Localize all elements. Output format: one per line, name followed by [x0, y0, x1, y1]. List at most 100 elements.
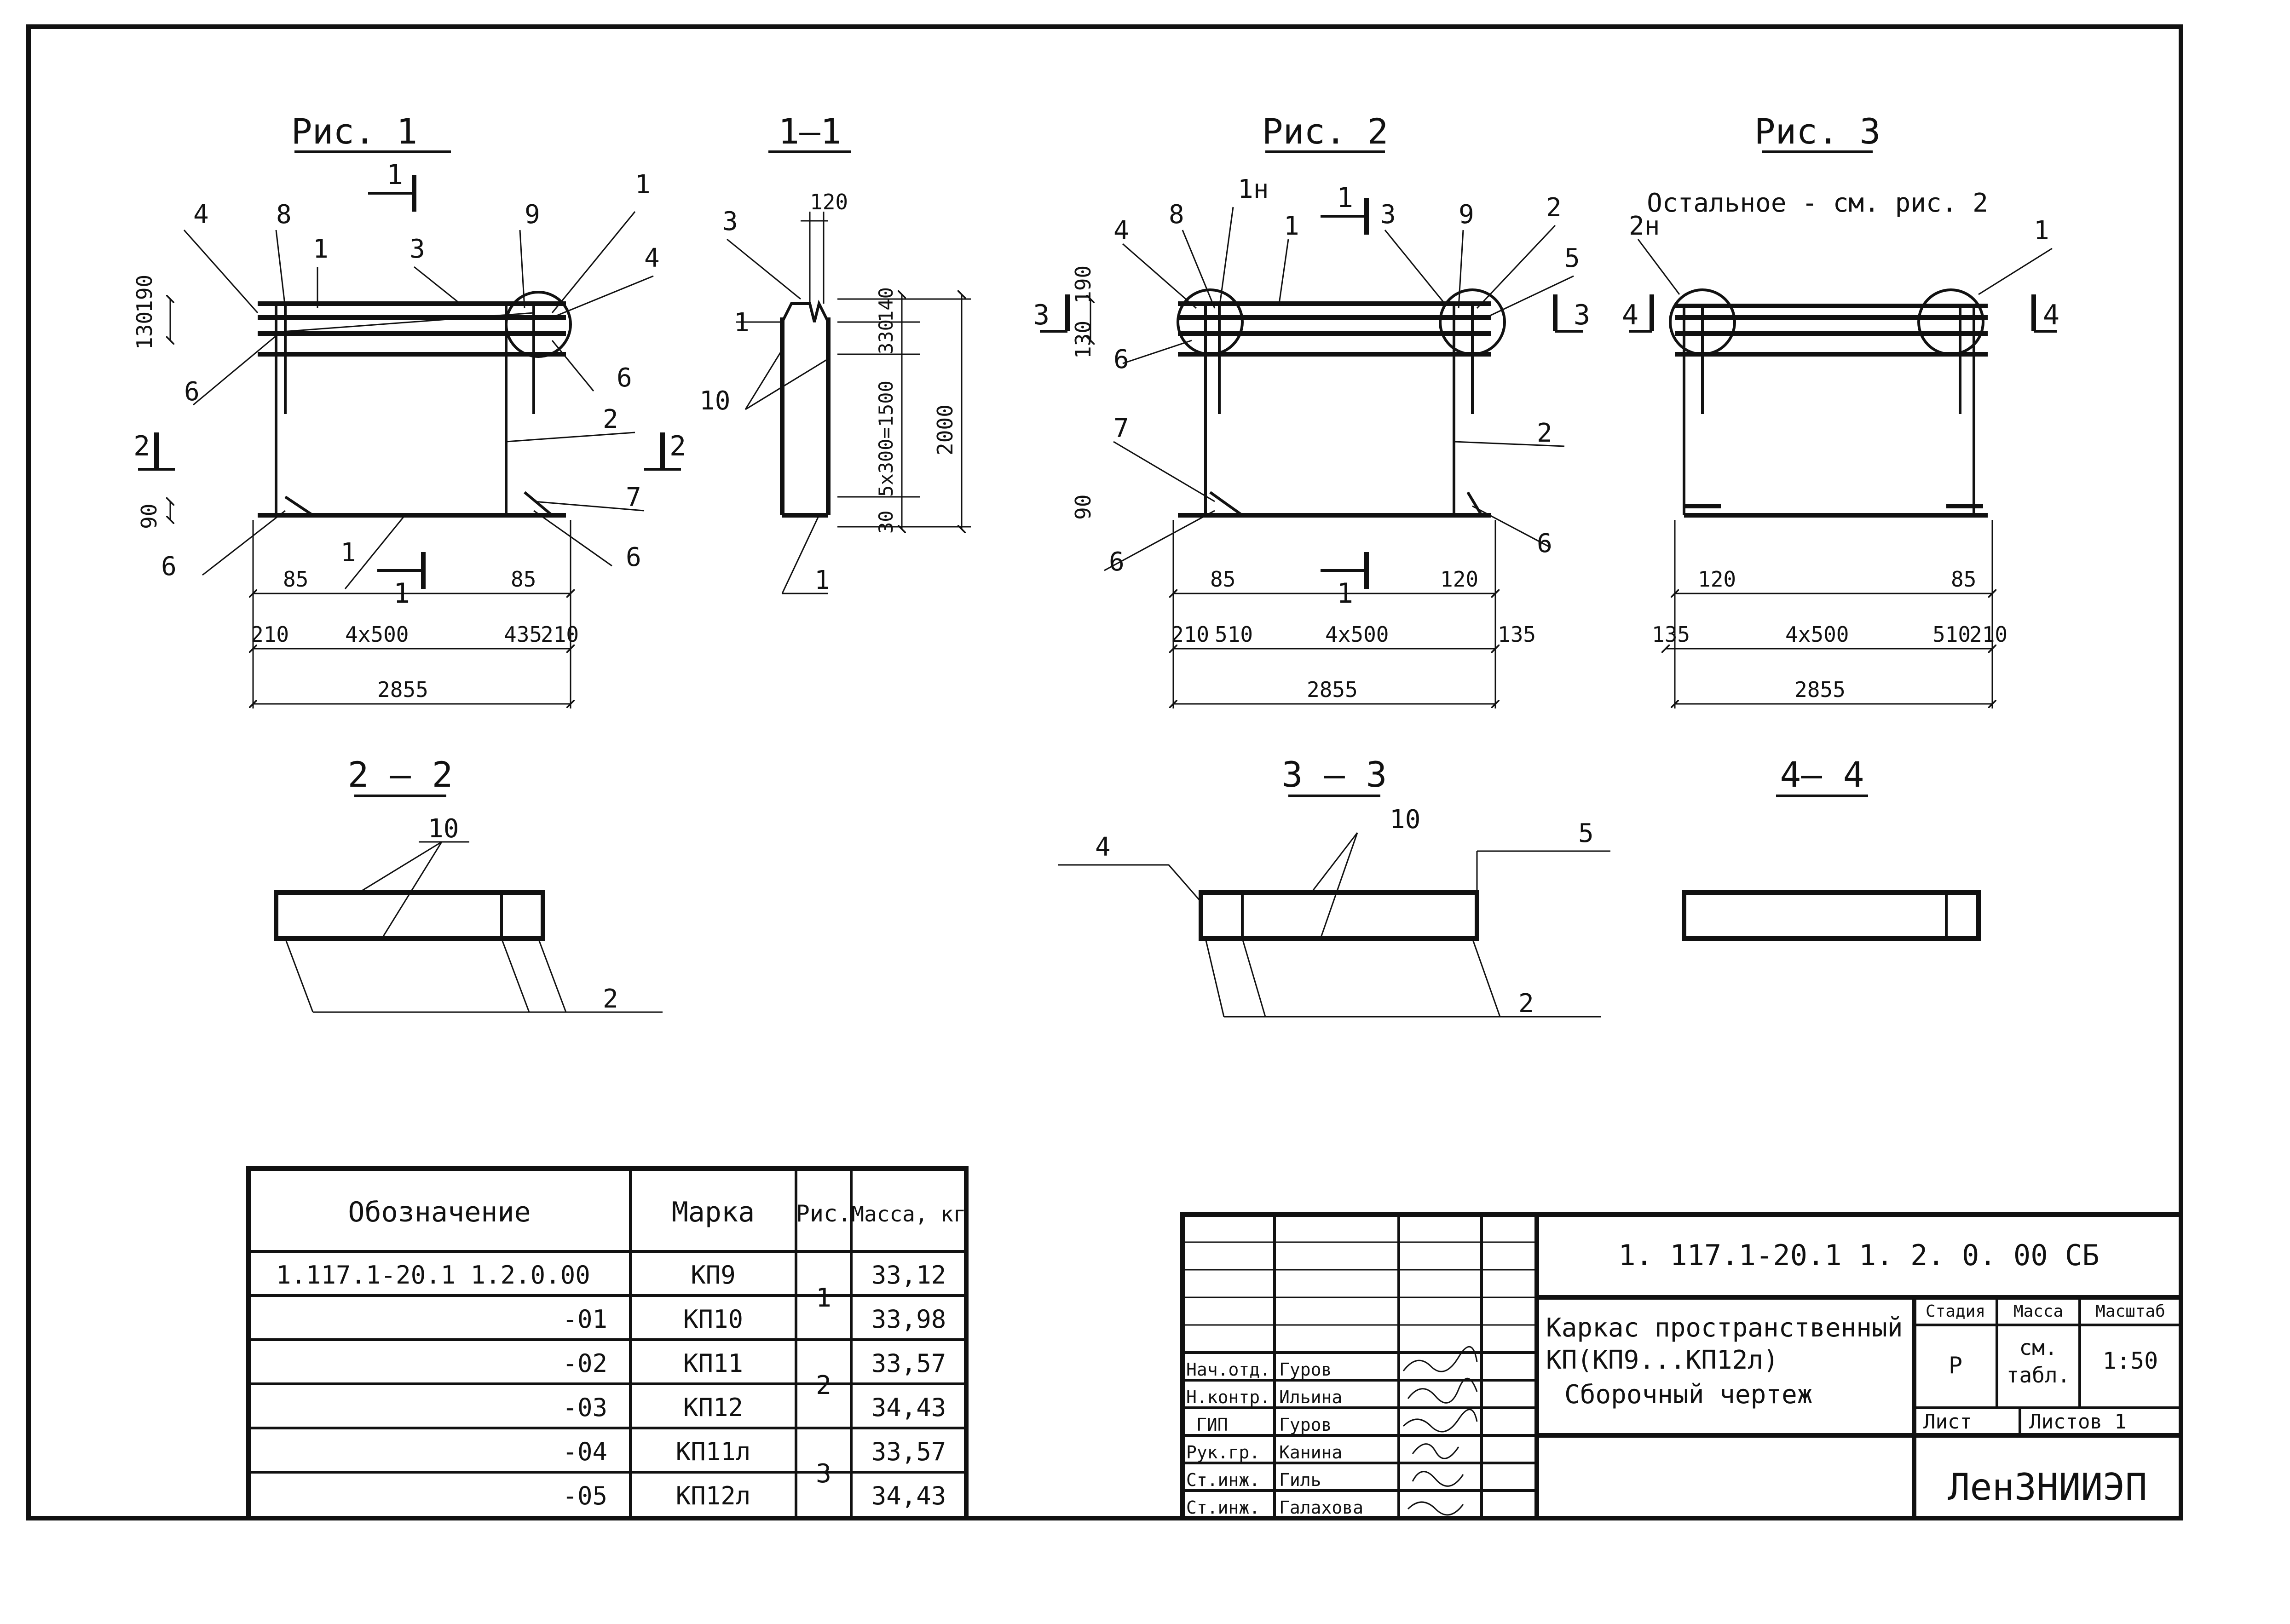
figure-2-title: Рис. 2	[1262, 111, 1389, 152]
section-4-4: 4— 4	[1682, 754, 1981, 941]
dimension: 210	[251, 622, 289, 647]
spec-cell: КП9	[691, 1261, 736, 1290]
callout: 4	[193, 200, 209, 230]
callout: 6	[1113, 345, 1129, 374]
cut-label: 4	[1622, 299, 1638, 331]
dimension: 510	[1932, 622, 1971, 647]
section-3-3-title: 3 — 3	[1282, 754, 1387, 795]
spec-cell: КП10	[683, 1305, 743, 1334]
callout: 5	[1578, 818, 1594, 848]
spec-header: Обозначение	[348, 1196, 531, 1228]
callout: 6	[1537, 529, 1552, 559]
spec-header: Марка	[672, 1196, 755, 1228]
callout: 1н	[1238, 174, 1269, 204]
callout: 1	[1284, 211, 1299, 241]
signature-scribble	[1402, 1346, 1478, 1372]
callout: 6	[184, 377, 200, 407]
cut-label: 3	[1574, 299, 1590, 331]
callout: 10	[699, 386, 730, 416]
signature-name: Ильина	[1279, 1387, 1342, 1407]
figure-3-title: Рис. 3	[1754, 111, 1881, 152]
callout: 1	[814, 565, 830, 595]
callout: 7	[1113, 414, 1129, 443]
callout: 8	[1169, 200, 1184, 230]
scale-value: 1:50	[2103, 1348, 2158, 1374]
signature-scribble	[1412, 1471, 1464, 1487]
cut-label: 2	[669, 430, 686, 462]
callout: 3	[410, 234, 425, 264]
signature-name: Гиль	[1279, 1470, 1321, 1490]
spec-cell: 34,43	[871, 1393, 946, 1422]
drawing-title: КП(КП9...КП12л)	[1546, 1345, 1779, 1375]
callout: 5	[1564, 243, 1580, 273]
spec-cell: -01	[562, 1305, 607, 1334]
dimension: 85	[1951, 567, 1976, 592]
callout: 1	[734, 308, 750, 338]
dimension: 435	[504, 622, 542, 647]
signature-role: Ст.инж.	[1186, 1497, 1260, 1518]
spec-cell: -05	[562, 1481, 607, 1510]
cut-label: 2	[133, 430, 150, 462]
dimension: 190	[1071, 265, 1096, 304]
spec-cell: 3	[816, 1459, 831, 1489]
dimension: 135	[1652, 622, 1690, 647]
sheet-label: Лист	[1923, 1410, 1972, 1434]
cut-label: 1	[386, 159, 403, 191]
callout: 10	[1390, 805, 1420, 835]
spec-cell: 34,43	[871, 1481, 946, 1510]
dimension: 4x500	[1325, 622, 1389, 647]
callout: 10	[428, 814, 459, 844]
callout: 2н	[1629, 211, 1660, 241]
callout: 4	[1095, 832, 1111, 862]
figure-1: Рис. 1 1 1 2 2	[132, 111, 686, 708]
spec-cell: 33,12	[871, 1261, 946, 1290]
spec-cell: -04	[562, 1437, 607, 1466]
spec-cell: 1.117.1-20.1 1.2.0.00	[276, 1261, 590, 1290]
callout: 3	[722, 207, 738, 236]
signature-role: Ст.инж.	[1186, 1470, 1260, 1490]
figure-3: Рис. 3 Остальное - см. рис. 2 4 4 2н 1 1…	[1622, 111, 2059, 708]
signature-role: Рук.гр.	[1186, 1442, 1260, 1463]
callout: 4	[1113, 216, 1129, 246]
callout: 4	[644, 243, 660, 273]
callout: 6	[626, 542, 641, 572]
dimension: 5x300=1500	[875, 380, 897, 497]
callout: 8	[276, 200, 292, 230]
dimension: 85	[1210, 567, 1235, 592]
callout: 1	[635, 170, 651, 200]
spec-header: Рис.	[796, 1200, 851, 1227]
section-4-4-title: 4— 4	[1780, 754, 1864, 795]
dimension: 120	[810, 190, 848, 214]
signature-scribble	[1407, 1501, 1464, 1516]
mass-value: табл.	[2007, 1363, 2070, 1388]
cut-label: 3	[1033, 299, 1050, 331]
callout: 1	[340, 538, 356, 568]
signature-role: Нач.отд.	[1186, 1359, 1270, 1380]
figure-1-title: Рис. 1	[291, 111, 418, 152]
stage-value: Р	[1949, 1352, 1962, 1379]
dimension: 140	[875, 287, 897, 322]
section-1-1-title: 1—1	[778, 111, 841, 152]
dimension: 210	[541, 622, 579, 647]
spec-table: Обозначение Марка Рис. Масса, кг 1.117.1…	[246, 1166, 969, 1520]
callout: 1	[313, 234, 329, 264]
scale-header: Масштаб	[2095, 1302, 2165, 1321]
dimension: 90	[1071, 495, 1096, 520]
section-3-3: 3 — 3 4 10 5 2	[1058, 754, 1610, 1019]
spec-cell: 2	[816, 1371, 831, 1400]
callout: 7	[626, 483, 641, 513]
doc-code: 1. 117.1-20.1 1. 2. 0. 00 СБ	[1618, 1238, 2099, 1272]
spec-cell: -03	[562, 1393, 607, 1422]
dimension: 2855	[1794, 677, 1846, 702]
section-2-2: 2 — 2 10 2	[274, 754, 663, 1014]
drawing-title: Сборочный чертеж	[1564, 1380, 1812, 1410]
dimension: 4x500	[1785, 622, 1849, 647]
drawing-title: Каркас пространственный	[1546, 1313, 1903, 1343]
signature-scribble	[1412, 1443, 1459, 1459]
dimension: 85	[511, 567, 536, 592]
dimension: 30	[875, 510, 897, 534]
dimension: 2855	[377, 677, 428, 702]
dimension: 330	[875, 319, 897, 354]
section-2-2-title: 2 — 2	[348, 754, 453, 795]
